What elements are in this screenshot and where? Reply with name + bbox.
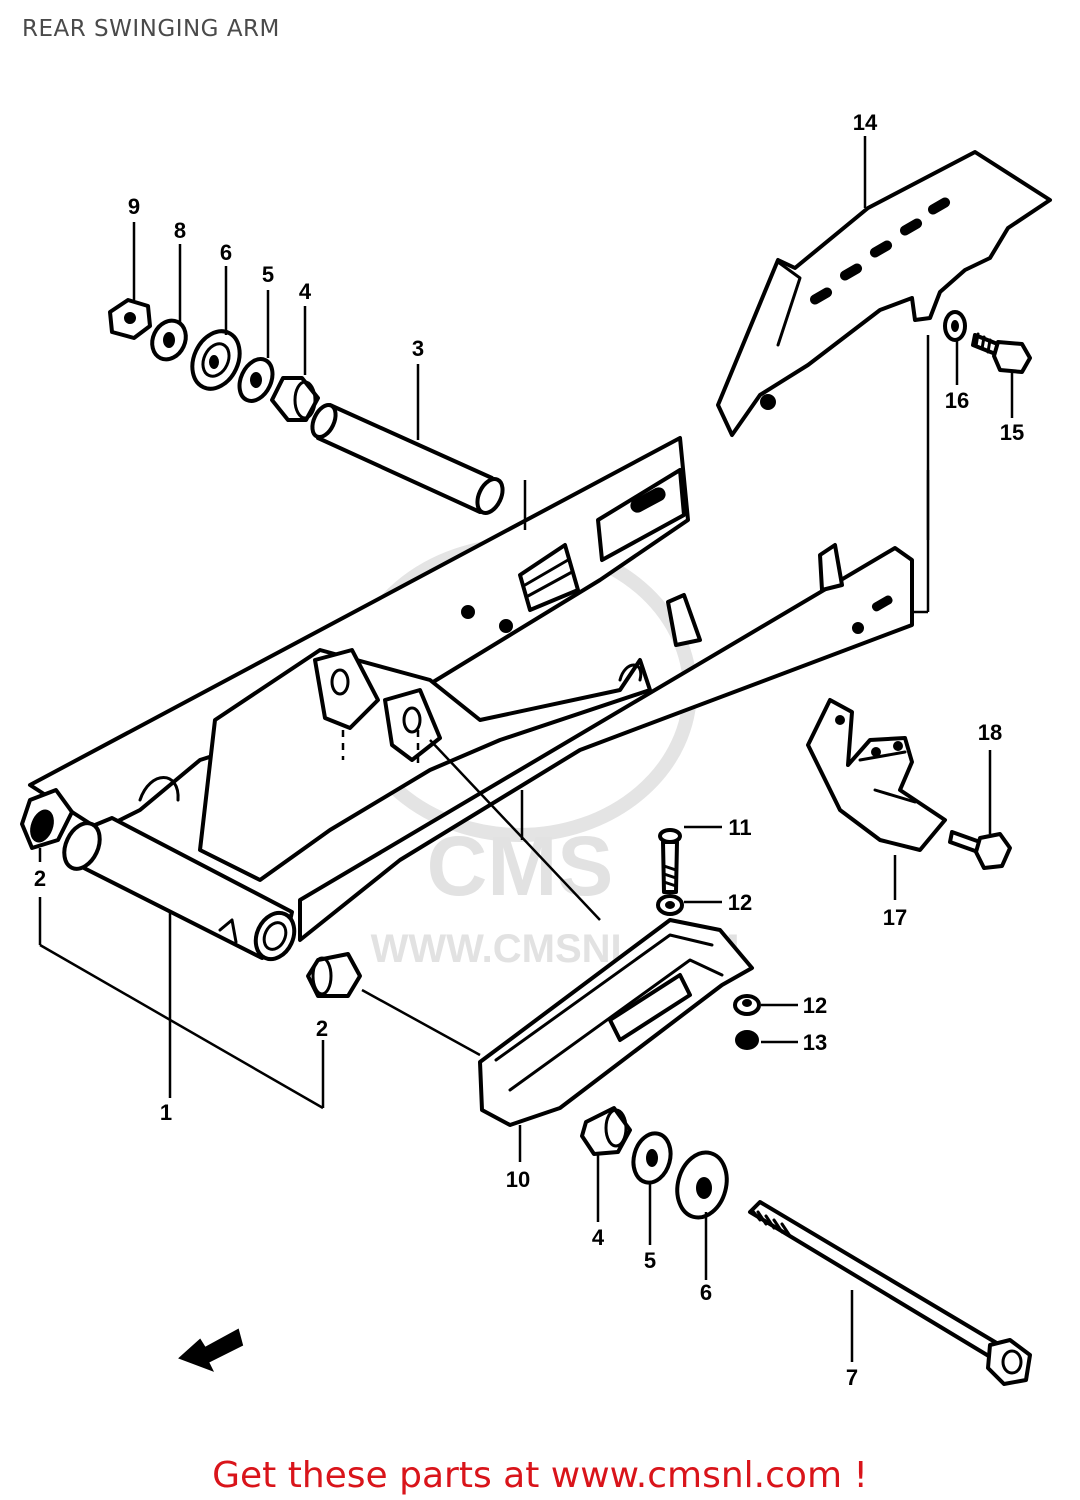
label-6-lower: 6 — [700, 1280, 712, 1305]
part-17-chain-guard[interactable] — [806, 698, 947, 852]
part-6-seal-upper[interactable] — [183, 324, 248, 397]
label-5-upper: 5 — [262, 262, 274, 287]
label-4-upper: 4 — [299, 279, 312, 304]
part-13-nut[interactable] — [735, 1030, 759, 1050]
label-18: 18 — [978, 720, 1002, 745]
label-1: 1 — [160, 1100, 172, 1125]
label-11: 11 — [728, 815, 751, 840]
part-2-bearing-left[interactable] — [20, 788, 74, 850]
label-2-right: 2 — [316, 1016, 328, 1041]
part-number-labels: 9 8 6 5 4 3 14 16 15 18 17 11 12 12 13 1… — [34, 110, 1024, 1390]
part-1-swinging-arm[interactable] — [28, 436, 914, 965]
part-10-chain-buffer[interactable] — [478, 918, 754, 1127]
part-2-bearing-right[interactable] — [306, 952, 362, 998]
label-3: 3 — [412, 336, 424, 361]
part-3-spacer-tube[interactable] — [308, 401, 508, 517]
label-17: 17 — [883, 905, 907, 930]
part-12-washer-upper[interactable] — [656, 894, 684, 916]
label-12-upper: 12 — [728, 890, 752, 915]
label-9: 9 — [128, 194, 140, 219]
label-8: 8 — [174, 218, 186, 243]
label-4-lower: 4 — [592, 1225, 605, 1250]
part-14-chain-case[interactable] — [716, 150, 1052, 437]
part-9-nut[interactable] — [108, 298, 152, 340]
label-5-lower: 5 — [644, 1248, 656, 1273]
front-direction-arrow-icon — [178, 1328, 244, 1372]
label-7: 7 — [846, 1365, 858, 1390]
label-6-upper: 6 — [220, 240, 232, 265]
part-16-washer[interactable] — [943, 310, 967, 342]
label-13: 13 — [803, 1030, 827, 1055]
label-14: 14 — [853, 110, 878, 135]
label-15: 15 — [1000, 420, 1024, 445]
label-12-lower: 12 — [803, 993, 827, 1018]
part-7-pivot-bolt[interactable] — [748, 1200, 1032, 1386]
footer-promo-link[interactable]: Get these parts at www.cmsnl.com ! — [212, 1455, 868, 1496]
part-5-washer-upper[interactable] — [233, 354, 279, 407]
part-15-bolt[interactable] — [971, 332, 1032, 374]
label-16: 16 — [945, 388, 969, 413]
part-5-washer-lower[interactable] — [628, 1129, 676, 1187]
part-18-bolt[interactable] — [948, 830, 1012, 870]
part-6-seal-lower[interactable] — [670, 1147, 733, 1223]
part-4-bushing-upper[interactable] — [270, 376, 320, 422]
part-4-bushing-lower[interactable] — [580, 1106, 632, 1156]
part-8-washer[interactable] — [146, 315, 192, 365]
part-12-washer-lower[interactable] — [733, 994, 761, 1016]
part-11-bolt[interactable] — [658, 828, 682, 894]
leader-lines — [38, 136, 1014, 1362]
page-title: REAR SWINGING ARM — [22, 16, 280, 42]
watermark-logo-text: CMS — [427, 819, 614, 913]
label-10: 10 — [506, 1167, 530, 1192]
label-2-left: 2 — [34, 866, 46, 891]
